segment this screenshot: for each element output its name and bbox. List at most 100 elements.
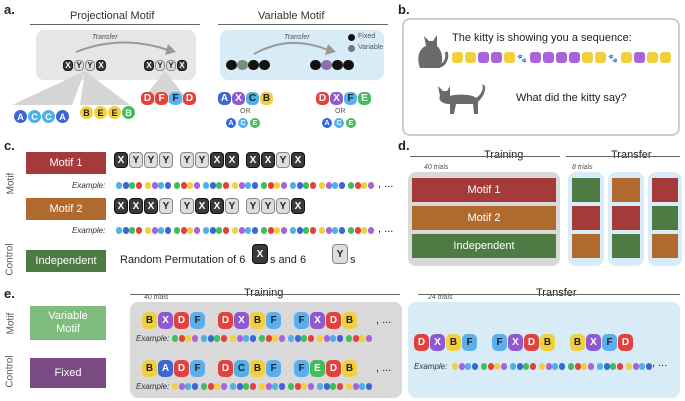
example-dot — [203, 227, 209, 234]
example-dot — [232, 227, 238, 234]
seq-tile: X — [158, 312, 173, 329]
control-side-label-e: Control — [4, 355, 16, 388]
example-dot — [145, 182, 151, 189]
example-dot — [135, 182, 142, 189]
example-dot — [201, 383, 207, 390]
example-dot — [214, 335, 220, 342]
var-b: B — [260, 92, 273, 105]
proj-tile-x4: X — [177, 60, 187, 71]
training-rule-d — [410, 156, 560, 157]
seq-tile: D — [218, 312, 233, 329]
example-dot — [296, 182, 303, 189]
variable-motif-title: Variable Motif — [258, 10, 325, 22]
example-dot — [209, 182, 216, 189]
seq-tile: B — [250, 312, 265, 329]
example-dot — [172, 335, 178, 342]
example-dot — [207, 335, 214, 342]
example-dot — [325, 227, 332, 234]
example-dot — [185, 383, 191, 390]
example-dot — [574, 363, 581, 370]
projectional-box — [36, 30, 196, 80]
example-dot — [172, 383, 178, 390]
example-dot — [307, 335, 314, 342]
seq-tile: Y — [246, 198, 260, 214]
seq-tile: X — [586, 334, 601, 351]
example-dot — [145, 227, 151, 234]
example-dot — [587, 363, 594, 370]
training-label-d: Training — [484, 149, 524, 161]
training-label-e: Training — [244, 287, 284, 299]
seq-tile: A — [158, 360, 173, 377]
example-dot — [203, 182, 209, 189]
example-dot — [365, 383, 372, 390]
seq-tile: D — [326, 360, 341, 377]
example-dot — [603, 363, 610, 370]
example-dot — [301, 383, 307, 390]
example-dot — [317, 383, 323, 390]
random-text-a: Random Permutation of 6 — [120, 254, 246, 266]
example-dot — [294, 335, 301, 342]
example-dot — [280, 182, 287, 189]
example-dot — [178, 383, 185, 390]
projectional-transfer-arrow — [75, 41, 176, 55]
variable-title-rule — [218, 24, 388, 25]
random-text-c: s — [350, 254, 356, 266]
transfer-rule-e — [418, 294, 680, 295]
seq-tile: X — [195, 198, 209, 214]
seq-tile: Y — [129, 152, 143, 168]
example-dot — [151, 182, 158, 189]
example-dot — [191, 335, 198, 342]
seq-tile: B — [142, 360, 157, 377]
seq-tile: X — [210, 198, 224, 214]
example-dot — [354, 182, 361, 189]
example-dot — [332, 182, 338, 189]
panel-d-label: d. — [398, 138, 410, 153]
example-dot — [201, 335, 207, 342]
seq-tile: F — [294, 312, 309, 329]
ellipsis-c2: , ... — [378, 223, 394, 235]
trials-transfer-e: 24 trials — [428, 294, 453, 301]
example-dot — [367, 227, 374, 234]
example-dot — [288, 383, 294, 390]
seq-tile: F — [462, 334, 477, 351]
trials-transfer-d: 8 trials — [572, 164, 593, 171]
example-dot — [346, 383, 352, 390]
seq-tile: X — [430, 334, 445, 351]
example-dot — [243, 383, 249, 390]
random-x-tile: X — [252, 244, 268, 264]
seq-tile: B — [250, 360, 265, 377]
var-pattern-left — [226, 60, 270, 70]
example-dot — [274, 182, 280, 189]
example-dot — [116, 182, 122, 189]
motif-side-label-c: Motif — [5, 172, 17, 195]
seq-tile: B — [446, 334, 461, 351]
projectional-transfer-label: Transfer — [92, 34, 118, 41]
example-dot — [209, 227, 216, 234]
example-dot — [626, 363, 632, 370]
var-a: A — [218, 92, 231, 105]
random-text-b: s and 6 — [270, 254, 307, 266]
example-dot — [465, 363, 471, 370]
example-dot — [174, 182, 180, 189]
projectional-motif-title: Projectional Motif — [70, 10, 155, 22]
proj-f1: F — [155, 92, 168, 105]
example-dot — [610, 363, 616, 370]
example-dot — [243, 335, 249, 342]
seq-tile: X — [261, 152, 275, 168]
example-dot — [346, 335, 352, 342]
example-dot — [261, 227, 267, 234]
proj-tile-y1: Y — [74, 60, 84, 71]
example-dot — [361, 227, 367, 234]
var-pattern-right — [310, 60, 354, 70]
example-dot — [523, 363, 529, 370]
example-dot — [116, 227, 122, 234]
var-c: C — [246, 92, 259, 105]
seq-tile: X — [234, 312, 249, 329]
example-dot — [180, 182, 187, 189]
seq-tile: X — [508, 334, 523, 351]
kitty-line-2: What did the kitty say? — [516, 92, 627, 104]
example-dot — [230, 383, 236, 390]
seq-tile: F — [602, 334, 617, 351]
